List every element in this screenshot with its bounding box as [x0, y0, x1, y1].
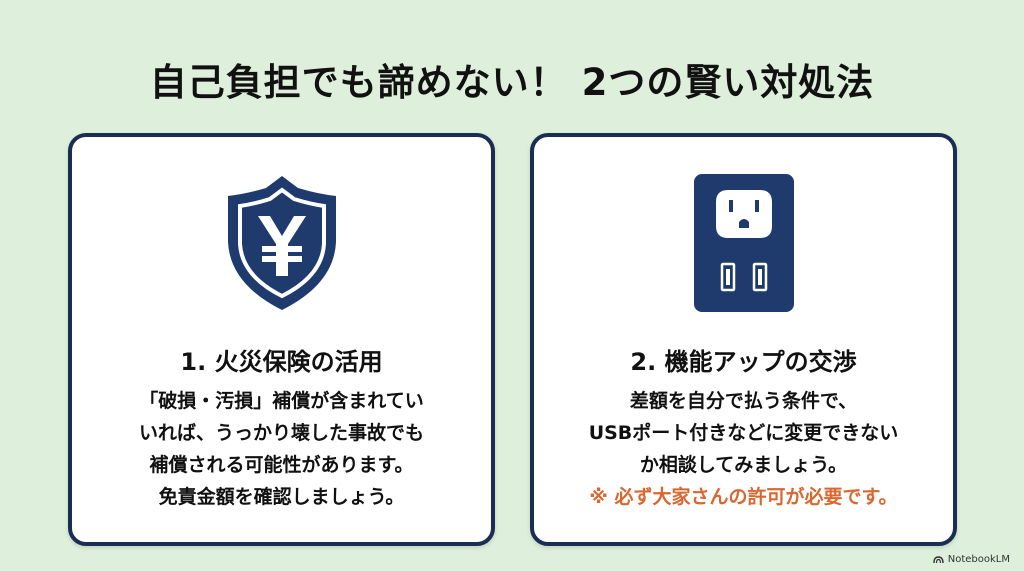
body-line: 免責金額を確認しましょう。 [158, 486, 405, 508]
card-fire-insurance: 1. 火災保険の活用 「破損・汚損」補償が含まれてい いれば、うっかり壊した事故… [68, 133, 495, 546]
card-body: 「破損・汚損」補償が含まれてい いれば、うっかり壊した事故でも 補償される可能性… [72, 385, 491, 513]
landlord-permission-note: ※ 必ず大家さんの許可が必要です。 [589, 486, 898, 508]
notebooklm-logo-icon [933, 556, 944, 564]
body-line: か相談してみましょう。 [639, 454, 848, 476]
watermark-text: NotebookLM [947, 554, 1010, 565]
body-line: いれば、うっかり壊した事故でも [138, 422, 424, 444]
card-body: 差額を自分で払う条件で、 USBポート付きなどに変更できない か相談してみましょ… [534, 385, 953, 513]
card-heading: 2. 機能アップの交渉 [630, 348, 857, 376]
usb-outlet-icon [534, 172, 953, 322]
body-line: USBポート付きなどに変更できない [588, 422, 899, 444]
body-line: 差額を自分で払う条件で、 [629, 390, 858, 412]
body-line: 補償される可能性があります。 [149, 454, 414, 476]
card-upgrade-negotiation: 2. 機能アップの交渉 差額を自分で払う条件で、 USBポート付きなどに変更でき… [530, 133, 957, 546]
shield-yen-icon [72, 172, 491, 322]
body-line: 「破損・汚損」補償が含まれてい [139, 390, 424, 412]
watermark: NotebookLM [933, 554, 1010, 565]
page-title: 自己負担でも諦めない！ 2つの賢い対処法 [149, 61, 875, 104]
card-heading: 1. 火災保険の活用 [180, 348, 383, 376]
